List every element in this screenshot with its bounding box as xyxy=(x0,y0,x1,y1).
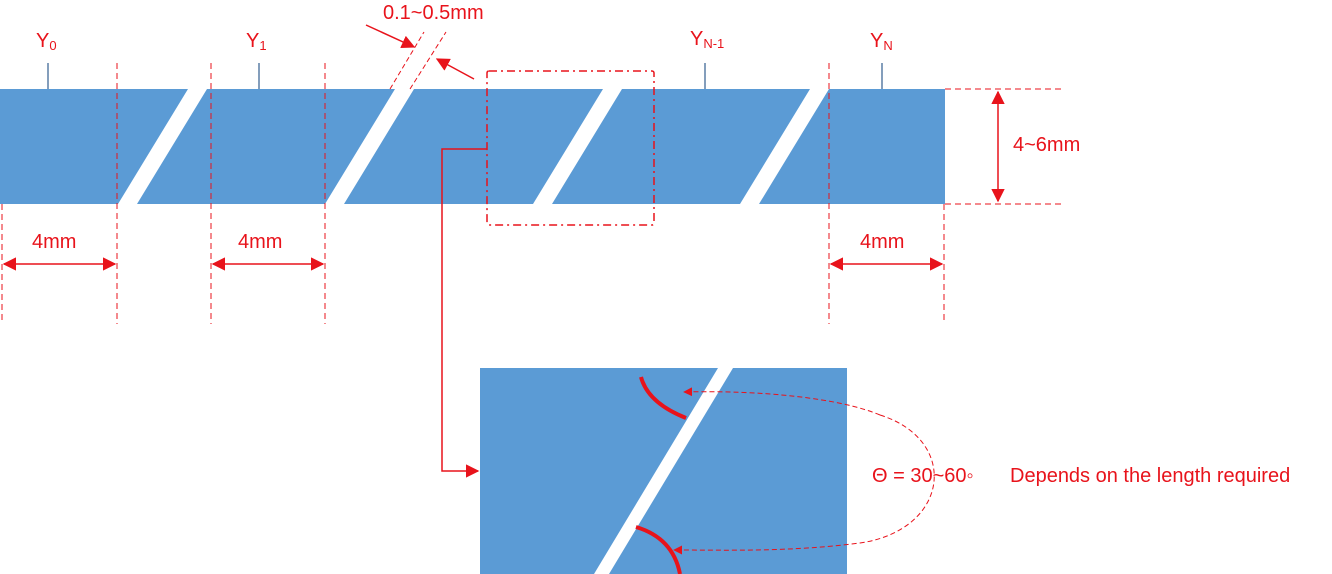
label-width-1: 4mm xyxy=(32,231,76,253)
label-yn: YN xyxy=(870,30,893,53)
label-width-3: 4mm xyxy=(860,231,904,253)
label-width-2: 4mm xyxy=(238,231,282,253)
label-height: 4~6mm xyxy=(1013,134,1080,156)
gap-annotation xyxy=(365,24,475,90)
label-angle: Θ = 30~60◦ xyxy=(872,465,974,487)
vertical-guides xyxy=(1,63,945,324)
cut-4 xyxy=(740,89,829,204)
zoom-region xyxy=(486,70,655,226)
label-y1: Y1 xyxy=(246,30,267,53)
label-yn1: YN-1 xyxy=(690,28,724,51)
zoomed-cut xyxy=(594,368,733,574)
angle-arc-top xyxy=(639,376,687,420)
label-gap: 0.1~0.5mm xyxy=(383,2,484,24)
zoom-connector xyxy=(441,148,487,478)
angle-reference-curve xyxy=(673,414,935,555)
label-note: Depends on the length required xyxy=(1010,465,1290,487)
angle-arc-bottom xyxy=(635,525,682,574)
diagonal-cuts xyxy=(118,89,829,204)
cut-3 xyxy=(533,89,622,204)
cut-2 xyxy=(325,89,414,204)
label-y0: Y0 xyxy=(36,30,57,53)
cut-1 xyxy=(118,89,207,204)
y-ticks xyxy=(47,63,883,89)
angle-reference-curve-top xyxy=(683,387,881,416)
